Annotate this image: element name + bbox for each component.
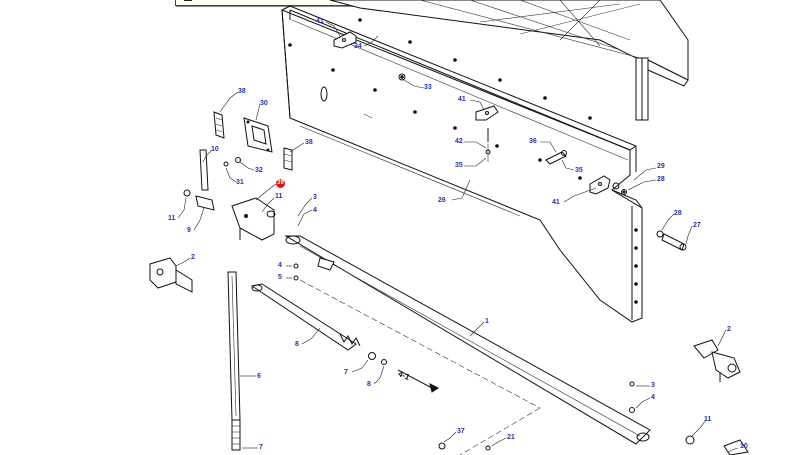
callout-36[interactable]: 36 (529, 138, 537, 145)
callout-26[interactable]: 26 (438, 197, 446, 204)
mounting-plate-30 (213, 111, 293, 171)
callout-28[interactable]: 28 (657, 176, 665, 183)
callout-4[interactable]: 4 (651, 394, 655, 401)
checkmark-icon (184, 0, 192, 1)
callout-10[interactable]: 10 (740, 443, 748, 450)
callout-6[interactable]: 6 (257, 373, 261, 380)
callout-7[interactable]: 7 (259, 444, 263, 451)
callout-5[interactable]: 5 (278, 274, 282, 281)
hinge-2-left (149, 257, 193, 293)
pivot-bracket-9 (183, 149, 276, 241)
callout-10[interactable]: 10 (211, 146, 219, 153)
callout-38[interactable]: 38 (305, 139, 313, 146)
callout-4[interactable]: 4 (313, 207, 317, 214)
leader-lines (175, 21, 739, 453)
pin-42 (485, 128, 491, 162)
tie-rod-6 (227, 271, 241, 451)
callout-1[interactable]: 1 (485, 318, 489, 325)
callout-37[interactable]: 37 (457, 428, 465, 435)
upper-frame-truss (329, 0, 689, 121)
callout-34[interactable]: 34 (354, 43, 362, 50)
nut-29-28 (612, 182, 627, 195)
callout-11[interactable]: 11 (275, 193, 283, 200)
shaft-8 (250, 283, 387, 365)
callout-8[interactable]: 8 (367, 381, 371, 388)
callout-32[interactable]: 32 (255, 167, 263, 174)
callout-2[interactable]: 2 (727, 326, 731, 333)
callout-9[interactable]: 9 (187, 227, 191, 234)
callout-8[interactable]: 8 (295, 341, 299, 348)
callout-38[interactable]: 38 (238, 88, 246, 95)
assembly-dash-lines (299, 279, 541, 455)
callout-21[interactable]: 21 (507, 434, 515, 441)
callout-28[interactable]: 28 (674, 210, 682, 217)
callout-7[interactable]: 7 (344, 369, 348, 376)
callout-41[interactable]: 41 (458, 96, 466, 103)
bracket-41-lower (589, 175, 611, 195)
cross-tube-1 (284, 235, 651, 445)
callout-41[interactable]: 41 (552, 199, 560, 206)
bracket-41-mid (475, 105, 499, 121)
callout-11[interactable]: 11 (704, 416, 712, 423)
callout-35[interactable]: 35 (575, 167, 583, 174)
callout-33[interactable]: 33 (424, 84, 432, 91)
callout-30[interactable]: 30 (260, 100, 268, 107)
callout-39-highlight[interactable]: 39 (276, 179, 285, 188)
hinge-2-right (693, 339, 741, 382)
callout-11[interactable]: 11 (168, 215, 176, 222)
callout-29[interactable]: 29 (657, 163, 665, 170)
bolt-36 (545, 150, 567, 165)
callout-35[interactable]: 35 (455, 162, 463, 169)
callout-3[interactable]: 3 (651, 382, 655, 389)
callout-31[interactable]: 31 (236, 179, 244, 186)
callout-42[interactable]: 42 (455, 138, 463, 145)
callout-41[interactable]: 41 (316, 18, 324, 25)
callout-4[interactable]: 4 (278, 262, 282, 269)
bolt-27-28 (656, 230, 687, 251)
bolt-33 (398, 73, 406, 81)
bracket-41-top (333, 31, 357, 49)
callout-3[interactable]: 3 (313, 194, 317, 201)
callout-2[interactable]: 2 (191, 254, 195, 261)
callout-27[interactable]: 27 (693, 222, 701, 229)
